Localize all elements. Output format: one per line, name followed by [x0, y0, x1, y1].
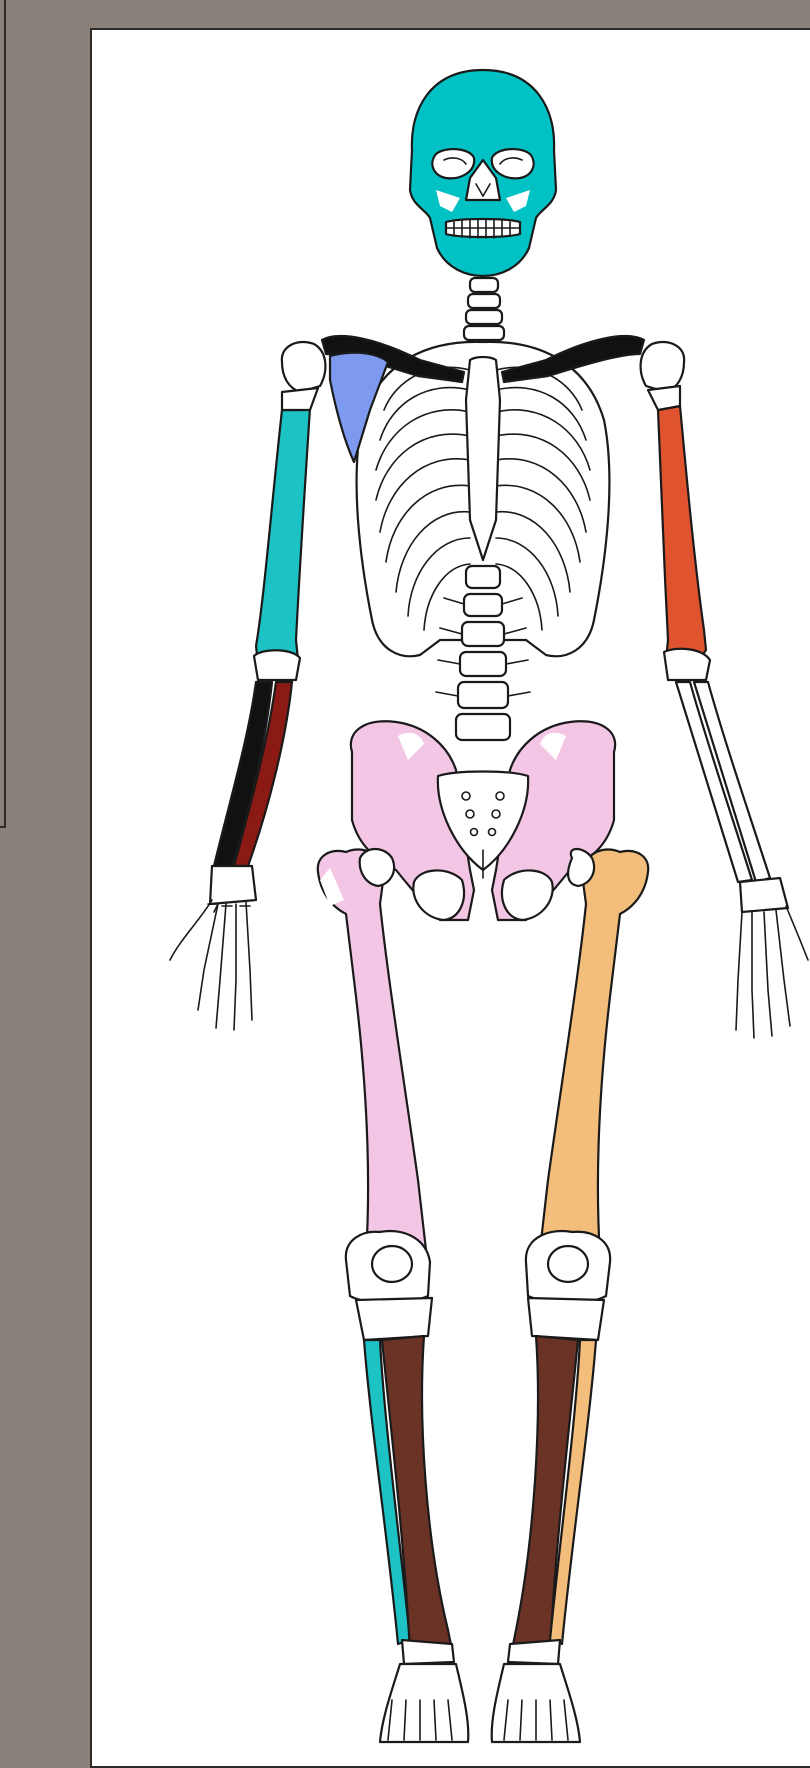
right-humerus-head [282, 342, 326, 392]
left-humerus-head [641, 342, 685, 392]
right-hand [170, 866, 256, 1030]
left-femur [540, 849, 648, 1264]
right-humerus [256, 408, 310, 669]
pelvis [351, 721, 615, 920]
left-humerus [658, 406, 706, 665]
right-foot [380, 1664, 468, 1742]
cervical-spine [464, 278, 504, 340]
left-foot [492, 1664, 580, 1742]
skull [410, 70, 556, 276]
right-femur [318, 849, 426, 1264]
left-hand [736, 878, 808, 1038]
